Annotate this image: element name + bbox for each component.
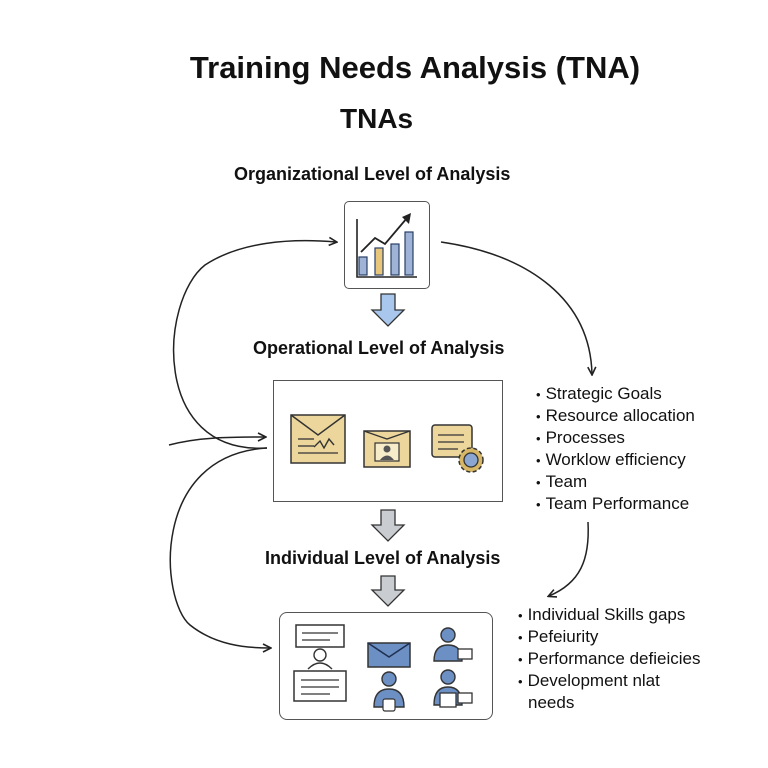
database-gear-icon [431,424,484,473]
operational-box [273,380,503,502]
bar-chart-icon [356,213,417,278]
list-item: Processes [536,427,695,449]
feedback-arrow-to-operational [168,437,265,446]
down-arrow-gray [370,509,406,542]
list-item: Pefeiurity [518,626,700,648]
person-laptop-icon [433,669,473,708]
arrow-to-operational-points [440,241,592,374]
operational-points-list: Strategic Goals Resource allocation Proc… [536,383,695,515]
list-item: Worklow efficiency [536,449,695,471]
individual-level-label: Individual Level of Analysis [265,548,501,568]
individual-box [279,612,493,720]
down-arrow-gray [370,575,406,607]
operational-level-label: Operational Level of Analysis [253,338,505,358]
list-item: Resource allocation [536,405,695,427]
down-arrow-blue [370,293,406,327]
page-subtitle: TNAs [340,103,414,134]
envelope-icon [367,642,411,668]
feedback-arrow-to-organizational [172,241,336,449]
page-title: Training Needs Analysis (TNA) [189,50,641,85]
person-computer-icon [433,627,473,662]
individual-points-list: Individual Skills gaps Pefeiurity Perfor… [518,604,701,714]
person-hand-icon [373,671,405,712]
list-item: Development nlat [518,670,700,692]
list-item: Strategic Goals [536,383,695,405]
list-item: Team Performance [536,493,695,515]
form-person-icon [293,624,347,702]
document-signature-icon [290,414,346,464]
organizational-box [344,201,430,289]
feedback-arrow-to-individual [169,447,270,648]
presentation-icon [363,430,411,468]
arrow-to-individual-points [549,521,589,596]
list-item: needs [528,693,575,712]
list-item: Team [536,471,695,493]
organizational-level-label: Organizational Level of Analysis [234,164,511,184]
list-item: Performance defieicies [518,648,701,670]
list-item: Individual Skills gaps [518,604,700,626]
